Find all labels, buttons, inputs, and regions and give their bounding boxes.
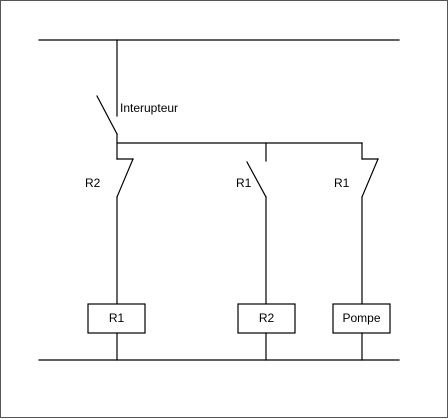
pump-label: Pompe: [342, 311, 380, 325]
main-switch-blade: [96, 95, 118, 135]
relay-r2-label: R2: [259, 311, 275, 325]
left-contact-label: R2: [85, 176, 101, 190]
left-contact-blade: [116, 158, 134, 198]
right-contact-label: R1: [334, 176, 350, 190]
pump-box: [332, 303, 391, 334]
right-contact-blade: [361, 158, 379, 198]
middle-contact-label: R1: [236, 176, 252, 190]
main-switch-label: Interupteur: [120, 101, 178, 115]
middle-contact-blade: [246, 161, 267, 198]
relay-r2-coil: [237, 303, 296, 334]
relay-r1-label: R1: [109, 311, 125, 325]
